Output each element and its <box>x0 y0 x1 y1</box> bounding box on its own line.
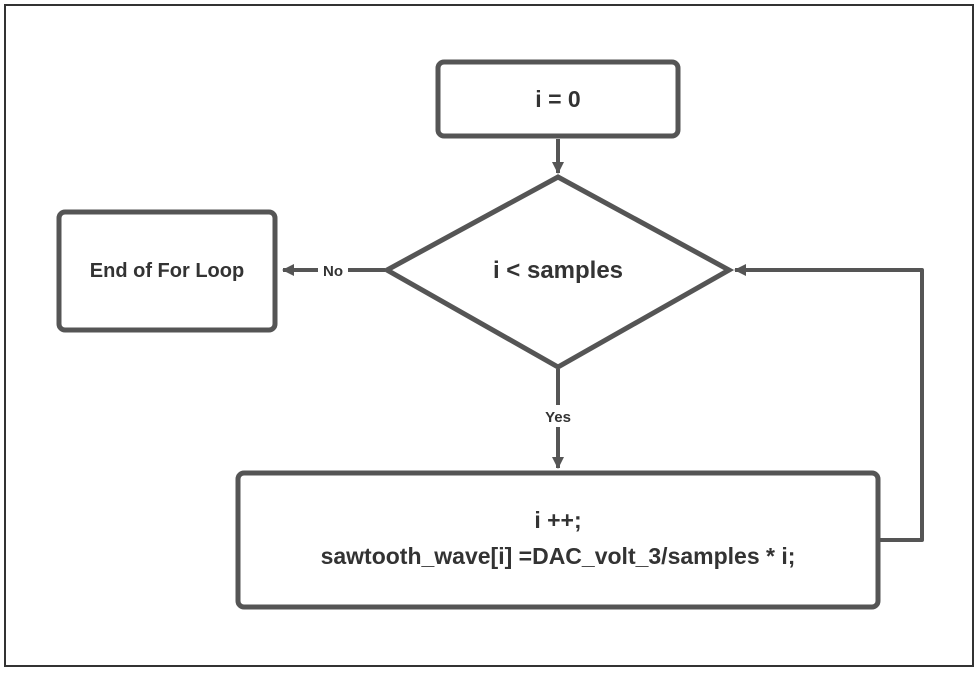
edge-loop-back <box>734 264 924 542</box>
init-box <box>435 59 681 139</box>
condition-label: i < samples <box>493 257 623 284</box>
body-line-1: i ++; <box>534 507 581 533</box>
condition-node: i < samples <box>381 174 735 370</box>
init-node: i = 0 <box>435 59 681 139</box>
end-label: End of For Loop <box>90 260 244 282</box>
init-label: i = 0 <box>535 86 580 112</box>
end-node: End of For Loop <box>56 209 278 333</box>
body-line-2: sawtooth_wave[i] =DAC_volt_3/samples * i… <box>321 543 796 569</box>
yes-label: Yes <box>545 409 571 426</box>
condition-diamond <box>381 174 735 370</box>
body-node: i ++; sawtooth_wave[i] =DAC_volt_3/sampl… <box>235 470 881 610</box>
no-label: No <box>323 263 343 280</box>
yes-label-bg <box>538 405 578 427</box>
end-box <box>56 209 278 333</box>
body-box <box>235 470 881 610</box>
no-label-bg <box>318 260 348 280</box>
